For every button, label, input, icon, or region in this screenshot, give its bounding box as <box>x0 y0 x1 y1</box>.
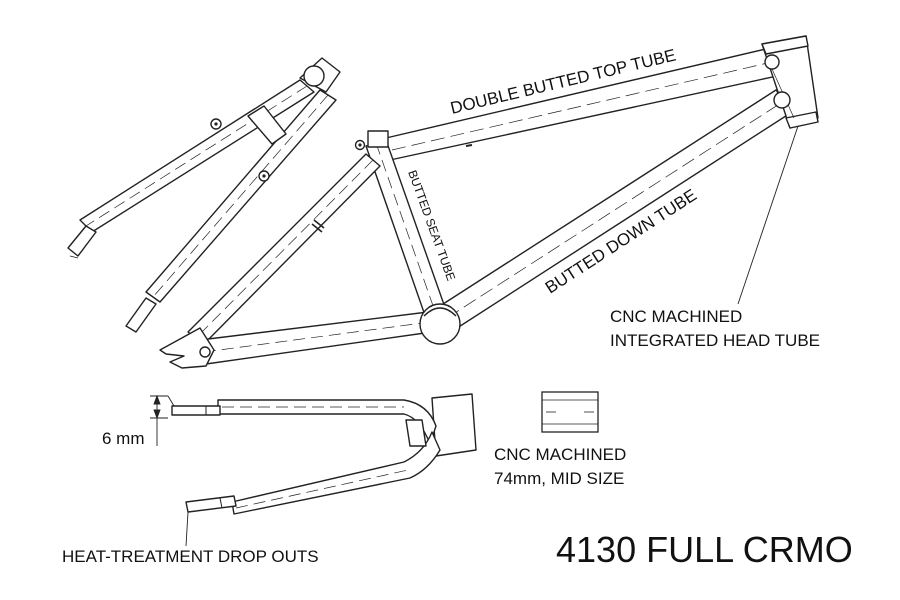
dimension-6mm <box>150 394 175 446</box>
head-tube-label-line1: CNC MACHINED <box>610 307 742 326</box>
rear-dropout <box>159 327 215 369</box>
dimension-label: 6 mm <box>102 429 145 448</box>
dropouts-label: HEAT-TREATMENT DROP OUTS <box>62 547 319 566</box>
main-frame <box>159 35 819 369</box>
head-tube <box>761 35 819 129</box>
bb-shell-detail <box>541 391 599 433</box>
bb-label-line1: CNC MACHINED <box>494 445 626 464</box>
bottom-bracket-shell <box>419 303 461 345</box>
leader-lines <box>185 125 799 547</box>
seat-tube <box>354 130 449 325</box>
fork-top-view <box>171 393 477 515</box>
chain-stay <box>199 311 433 365</box>
material-label: 4130 FULL CRMO <box>556 529 853 570</box>
bb-label-line2: 74mm, MID SIZE <box>494 469 624 488</box>
head-tube-label-line2: INTEGRATED HEAD TUBE <box>610 331 820 350</box>
seat-stay <box>187 153 381 345</box>
fork-angled <box>67 57 341 333</box>
